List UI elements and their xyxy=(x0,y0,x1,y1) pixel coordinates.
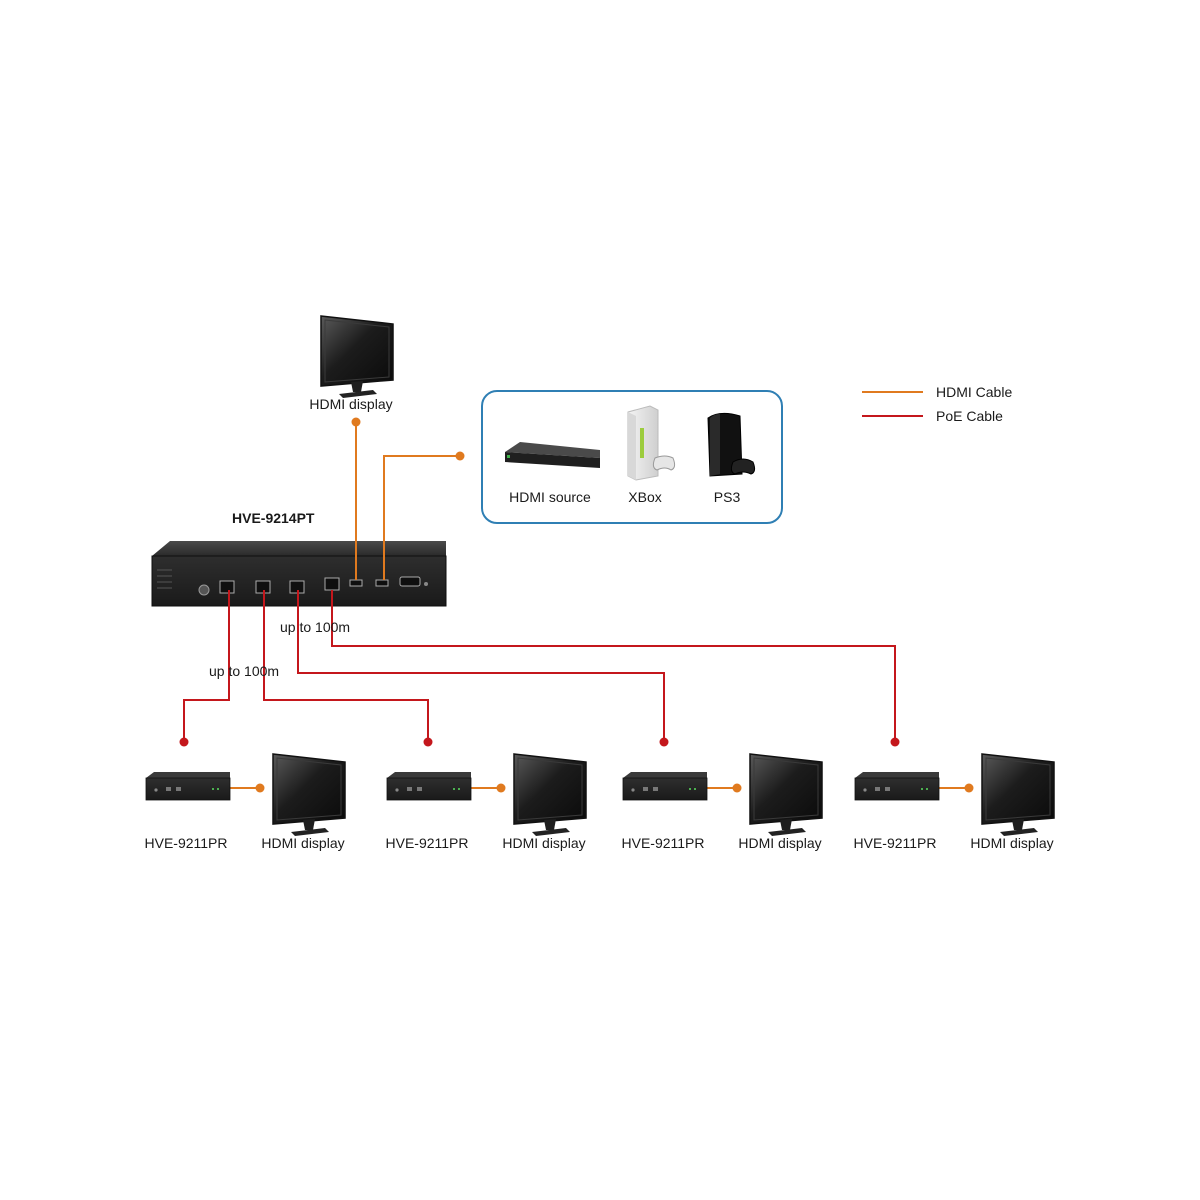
poe-cable-dots xyxy=(179,737,900,747)
top-monitor-icon xyxy=(320,315,394,399)
source-label-xbox: XBox xyxy=(628,489,662,505)
receiver-label: HVE-9211PR xyxy=(853,835,937,851)
hdmi-cable-dots xyxy=(255,417,974,793)
receiver-icon xyxy=(854,771,940,801)
receiver-icon xyxy=(386,771,472,801)
media-player-icon xyxy=(505,442,600,468)
monitor-icon xyxy=(981,753,1055,837)
poe-cables xyxy=(183,590,896,742)
distance-label: up to 100m xyxy=(280,619,351,635)
ps3-console-icon xyxy=(707,412,756,477)
legend-poe-label: PoE Cable xyxy=(936,408,1003,424)
receiver-display-label: HDMI display xyxy=(261,835,345,851)
receiver-display-label: HDMI display xyxy=(738,835,822,851)
source-label-hdmi: HDMI source xyxy=(509,489,591,505)
receiver-display-label: HDMI display xyxy=(970,835,1054,851)
receiver-icon xyxy=(145,771,231,801)
receiver-icon xyxy=(622,771,708,801)
source-label-ps3: PS3 xyxy=(713,489,741,505)
monitor-icon xyxy=(749,753,823,837)
top-display-label: HDMI display xyxy=(309,396,393,412)
legend-hdmi-label: HDMI Cable xyxy=(936,384,1013,400)
receiver-display-label: HDMI display xyxy=(502,835,586,851)
hdmi-cables xyxy=(230,422,969,789)
monitor-icon xyxy=(513,753,587,837)
xbox-console-icon xyxy=(627,405,676,481)
receiver-label: HVE-9211PR xyxy=(144,835,228,851)
legend-swatches xyxy=(862,391,923,417)
receiver-label: HVE-9211PR xyxy=(621,835,705,851)
transmitter-label: HVE-9214PT xyxy=(232,510,315,526)
distance-label: up to 100m xyxy=(209,663,280,679)
sources-box xyxy=(481,390,783,524)
monitor-icon xyxy=(272,753,346,837)
receiver-label: HVE-9211PR xyxy=(385,835,469,851)
